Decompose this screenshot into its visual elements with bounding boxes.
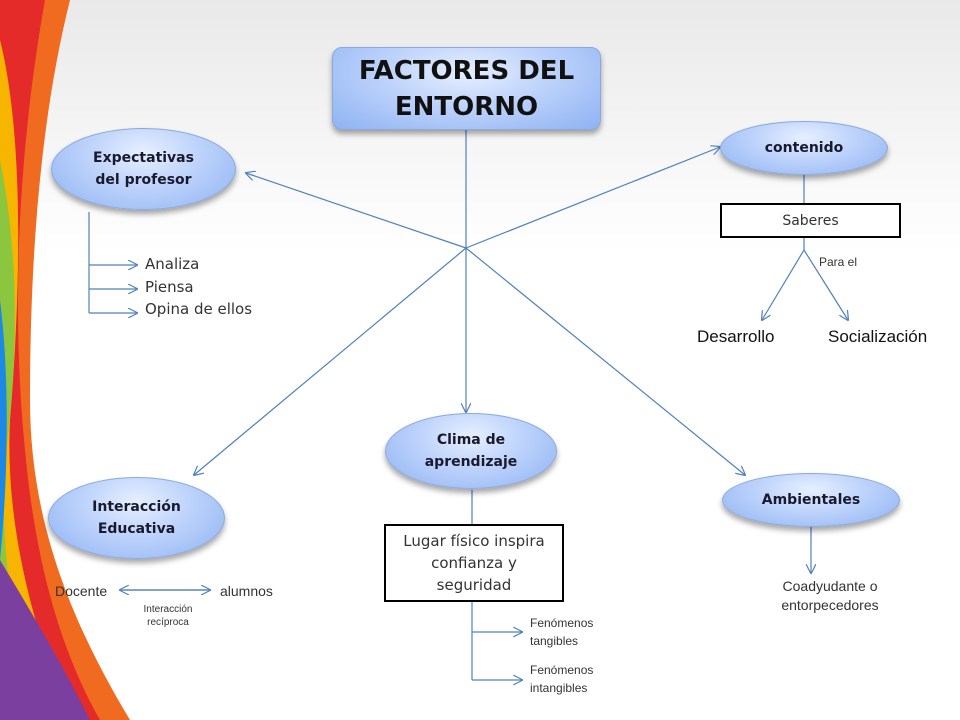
decorative-ribbon — [0, 0, 130, 720]
node-clima: Clima de aprendizaje — [385, 413, 557, 489]
node-ambientales: Ambientales — [722, 473, 900, 527]
connector-label: Para el — [819, 255, 858, 269]
lugar-fisico-box: Lugar físico inspira confianza y segurid… — [384, 524, 564, 602]
docente-label: Docente — [55, 583, 108, 599]
alumnos-label: alumnos — [220, 583, 273, 599]
interaccion-reciproca-label: Interacción recíproca — [143, 604, 193, 628]
desarrollo-label: Desarrollo — [697, 327, 775, 346]
node-contenido: contenido — [720, 121, 888, 175]
arrow-to-expectativas — [246, 173, 467, 249]
arrow-to-contenido — [465, 147, 720, 249]
node-expectativas: Expectativas del profesor — [51, 128, 236, 210]
arrow-to-ambientales — [465, 247, 745, 475]
fenomeno-item: Fenómenos tangibles — [530, 616, 594, 648]
expectativas-item: Analiza — [145, 255, 200, 273]
expectativas-item: Opina de ellos — [145, 300, 253, 318]
diagram-title: FACTORES DEL ENTORNO — [332, 47, 601, 130]
fenomeno-item: Fenómenos intangibles — [530, 663, 594, 695]
socializacion-label: Socialización — [828, 327, 928, 346]
expectativas-item: Piensa — [145, 278, 194, 296]
node-interaccion: Interacción Educativa — [48, 477, 225, 559]
saberes-box: Saberes — [720, 203, 901, 238]
coadyudante-label: Coadyudante o entorpecedores — [781, 578, 879, 613]
arrow-to-interaccion — [194, 247, 467, 475]
